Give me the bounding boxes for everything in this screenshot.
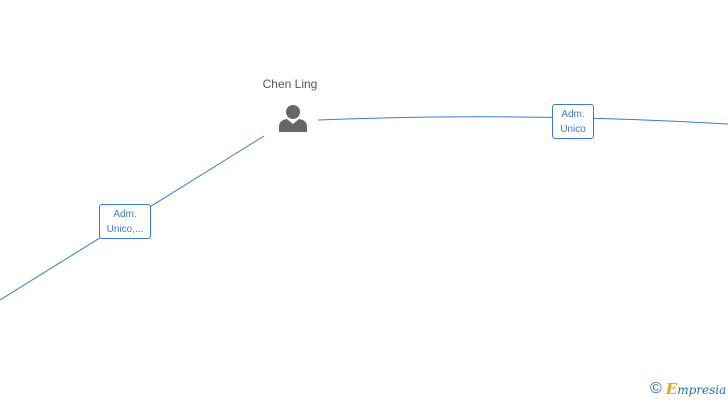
brand-logo-rest: mpresia [677, 383, 727, 397]
edge-label-right-line2: Unico [560, 124, 586, 135]
edge-label-right-line1: Adm. [561, 109, 585, 120]
edge-label-left[interactable]: Adm. Unico,... [99, 204, 151, 239]
brand-logo: Empresia [666, 380, 727, 398]
empresia-watermark: © Empresia [650, 379, 726, 399]
brand-logo-initial: E [665, 380, 678, 398]
person-icon[interactable] [277, 103, 309, 133]
edge-label-right[interactable]: Adm. Unico [552, 104, 594, 139]
edge-right [317, 116, 728, 125]
copyright-icon: © [650, 380, 662, 397]
edge-label-left-line2: Unico,... [106, 224, 144, 235]
person-name-label: Chen Ling [262, 77, 318, 91]
edge-label-left-line1: Adm. [113, 209, 137, 220]
